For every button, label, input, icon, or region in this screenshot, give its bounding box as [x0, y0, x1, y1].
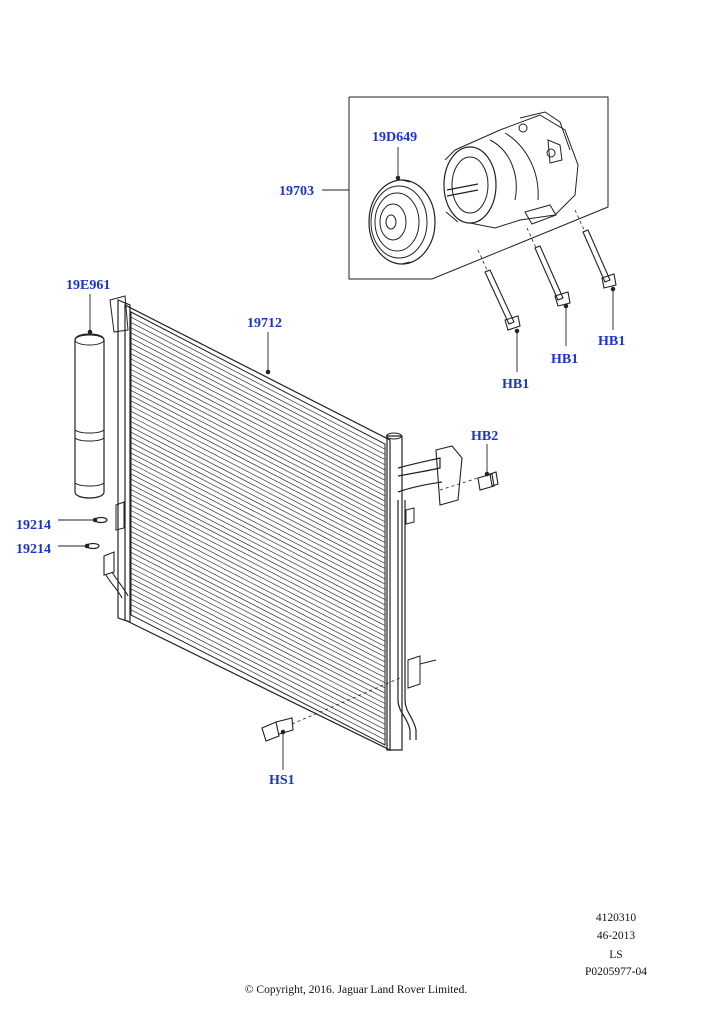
condenser-fin	[130, 588, 386, 720]
bolt-hs1	[261, 677, 401, 742]
condenser-fin	[130, 384, 386, 518]
condenser-fin	[130, 531, 386, 663]
condenser-fin	[130, 541, 386, 673]
condenser-fin	[130, 426, 386, 559]
reference-block: 4120310 46-2013 LS P0205977-04	[585, 912, 647, 978]
condenser-fin	[130, 390, 386, 523]
condenser-fin	[130, 405, 386, 538]
callout-bolt-hb2: HB2	[471, 429, 498, 444]
condenser-fin	[130, 442, 386, 575]
condenser-fin	[130, 609, 386, 741]
condenser-fin	[130, 358, 386, 492]
condenser-fin	[130, 342, 386, 476]
condenser-fin	[130, 567, 386, 699]
condenser-fin	[130, 499, 386, 632]
condenser-fin	[130, 510, 386, 642]
callout-o-ring-lower: 19214	[16, 542, 51, 557]
condenser-fin	[130, 379, 386, 512]
condenser-fin	[130, 327, 386, 460]
condenser-fin	[130, 473, 386, 606]
condenser-fin	[130, 316, 386, 450]
condenser-fin	[130, 400, 386, 533]
condenser-fin	[130, 598, 386, 730]
compressor-body	[443, 111, 579, 229]
condenser-fin	[130, 562, 386, 694]
condenser-fin	[130, 557, 386, 689]
callout-bolt-hs1: HS1	[269, 773, 295, 788]
condenser-fin	[130, 515, 386, 647]
callout-receiver-drier: 19E961	[66, 278, 110, 293]
condenser-fin	[130, 536, 386, 668]
condenser-fin	[130, 468, 386, 601]
ref-line-3: LS	[609, 949, 622, 961]
condenser-fin	[130, 572, 386, 704]
copyright-notice: © Copyright, 2016. Jaguar Land Rover Lim…	[245, 984, 468, 996]
receiver-drier	[74, 333, 105, 499]
condenser-fin	[130, 337, 386, 471]
condenser-fin	[130, 431, 386, 564]
condenser-fin	[130, 504, 386, 637]
callout-bolt-hb1-right: HB1	[598, 334, 625, 349]
condenser-fin	[130, 489, 386, 621]
condenser-core	[103, 295, 479, 751]
compressor-bolt-3	[582, 229, 617, 289]
condenser-fin	[130, 374, 386, 507]
compressor-bolt-1	[484, 269, 521, 331]
condenser-fin	[130, 463, 386, 595]
condenser-fin	[130, 348, 386, 481]
condenser-fin	[130, 520, 386, 652]
callout-compressor: 19703	[279, 184, 314, 199]
condenser-fin	[130, 457, 386, 590]
condenser-fin	[130, 363, 386, 497]
condenser-fin	[130, 494, 386, 626]
condenser-fin	[130, 484, 386, 616]
condenser-fin	[130, 322, 386, 455]
condenser-fin	[130, 452, 386, 585]
condenser-fin	[130, 447, 386, 580]
condenser-fin	[130, 353, 386, 486]
callout-condenser: 19712	[247, 316, 282, 331]
condenser-fin	[130, 369, 386, 502]
callout-bolt-hb1-middle: HB1	[551, 352, 578, 367]
condenser-fin	[130, 332, 386, 466]
condenser-fin	[130, 604, 386, 735]
callout-clutch-pulley: 19D649	[372, 130, 417, 145]
clutch-pulley	[368, 179, 436, 265]
condenser-fin	[130, 593, 386, 725]
condenser-fin	[130, 395, 386, 528]
ref-line-2: 46-2013	[597, 930, 636, 942]
inset-frame	[348, 96, 609, 280]
callout-bolt-hb1-left: HB1	[502, 377, 529, 392]
condenser-fin	[130, 416, 386, 549]
compressor-inset	[348, 96, 609, 280]
leader-lines	[58, 147, 616, 770]
ref-line-4: P0205977-04	[585, 966, 647, 978]
compressor-bolt-2	[534, 245, 571, 307]
callout-o-ring-upper: 19214	[16, 518, 51, 533]
condenser-fin	[130, 583, 386, 715]
condenser-fin	[130, 410, 386, 543]
condenser-fin	[130, 578, 386, 710]
condenser-fin	[130, 546, 386, 678]
condenser-fin	[130, 421, 386, 554]
condenser-fin	[130, 478, 386, 611]
condenser-fin	[130, 551, 386, 684]
ref-line-1: 4120310	[596, 912, 637, 924]
condenser-fin	[130, 437, 386, 569]
condenser-fin	[130, 525, 386, 658]
